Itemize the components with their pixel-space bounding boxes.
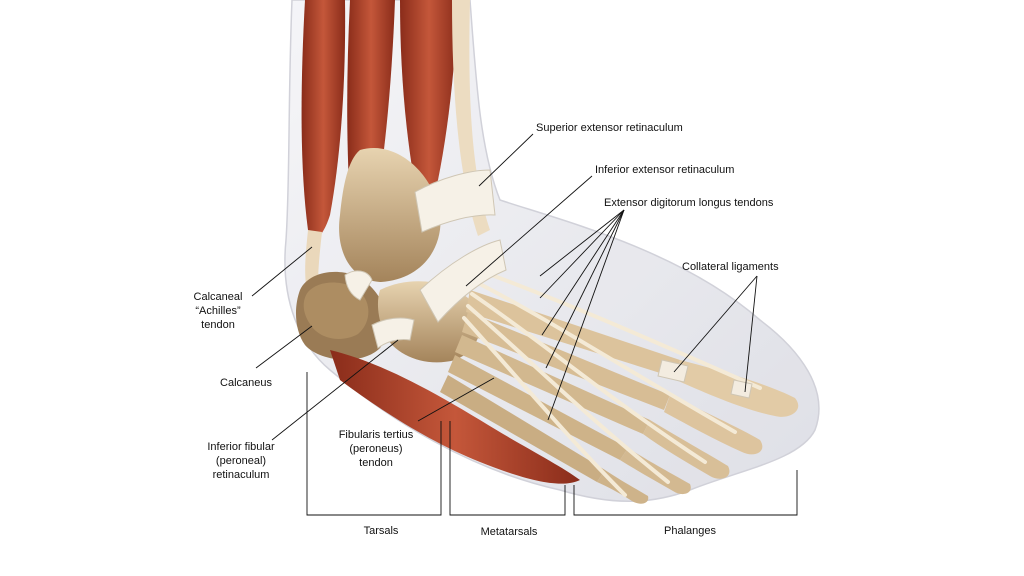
- extensor-tendons: [462, 268, 762, 497]
- label-superior-extensor-retinaculum: Superior extensor retinaculum: [536, 122, 683, 134]
- label-extensor-digitorum-longus-tendons: Extensor digitorum longus tendons: [604, 197, 774, 209]
- metatarsal-5: [440, 375, 605, 482]
- label-fibularis-tertius-tendon: Fibularis tertius (peroneus) tendon: [338, 429, 414, 469]
- tibialis-anterior-tendon: [452, 0, 490, 236]
- label-collateral-ligaments: Collateral ligaments: [682, 261, 779, 273]
- region-label-metatarsals: Metatarsals: [480, 526, 538, 538]
- label-inferior-extensor-retinaculum: Inferior extensor retinaculum: [595, 164, 735, 176]
- region-label-phalanges: Phalanges: [664, 525, 716, 537]
- label-inferior-fibular-retinaculum: Inferior fibular (peroneal) retinaculum: [207, 441, 275, 481]
- region-label-tarsals: Tarsals: [363, 525, 399, 537]
- metatarsal-1: [466, 290, 680, 378]
- label-calcaneus: Calcaneus: [220, 377, 272, 389]
- leader-lines: [251, 133, 758, 441]
- calf-muscle-left: [301, 0, 346, 239]
- toe-2: [664, 395, 763, 455]
- calf-muscle-right: [400, 0, 458, 195]
- sole-muscle: [330, 350, 580, 484]
- inferior-extensor-retinaculum: [419, 239, 507, 323]
- collateral-ligament-1: [657, 359, 689, 383]
- region-brackets: [306, 372, 798, 516]
- label-calcaneal-achilles-tendon: Calcaneal “Achilles” tendon: [193, 291, 243, 331]
- achilles-tendon: [305, 230, 322, 285]
- inferior-fibular-retinaculum-band: [371, 317, 415, 349]
- talus-bone: [339, 148, 441, 282]
- superior-extensor-retinaculum: [414, 169, 496, 233]
- metatarsal-4: [448, 355, 628, 460]
